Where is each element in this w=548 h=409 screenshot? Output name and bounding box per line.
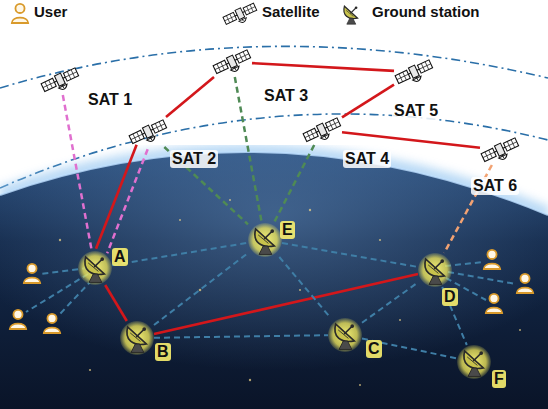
node-icon: [78, 251, 112, 285]
icon-shape: [303, 117, 342, 145]
ground-station-node: D: [418, 253, 452, 287]
station-label: D: [442, 288, 458, 306]
legend-text: Satellite: [262, 3, 320, 20]
legend-swatch: [338, 2, 364, 26]
user-icon: [44, 314, 60, 333]
legend-swatch: [222, 2, 258, 26]
satellite-node: SAT 3: [212, 47, 252, 77]
link-line: [274, 145, 314, 223]
node-icon: [418, 253, 452, 287]
earth-shading: [0, 152, 548, 409]
node-icon: [302, 115, 342, 145]
node-icon: [480, 135, 520, 165]
user-icon: [517, 274, 533, 293]
station-label: B: [155, 343, 171, 361]
station-label: E: [280, 221, 295, 239]
legend-icon: [222, 2, 258, 26]
link-line: [63, 95, 92, 251]
satellite-label: SAT 1: [86, 91, 134, 109]
station-label: C: [366, 340, 382, 358]
legend-text: Ground station: [372, 3, 480, 20]
node-icon: [128, 117, 168, 147]
outer-orbit: [0, 46, 548, 88]
icon-shape: [464, 351, 483, 377]
icon-shape: [255, 229, 274, 255]
node-icon: [120, 321, 154, 355]
user-icon: [484, 250, 500, 269]
user-icons: [10, 250, 533, 333]
user-icon: [24, 264, 40, 283]
link-line: [235, 77, 262, 223]
legend: User Satellite Ground station: [0, 0, 548, 28]
ground-station-node: B: [120, 321, 154, 355]
user-icon: [10, 310, 26, 329]
ground-station-node: F: [457, 345, 491, 379]
icon-shape: [335, 324, 354, 350]
city-lights: [59, 199, 521, 386]
routing-path: [154, 274, 418, 334]
node-icon: [457, 345, 491, 379]
satellite-node: SAT 6: [480, 135, 520, 165]
link-line: [164, 147, 248, 224]
link-line: [154, 253, 248, 325]
link-line: [112, 243, 248, 265]
satellite-label: SAT 6: [471, 177, 519, 195]
satellite-node: SAT 4: [302, 115, 342, 145]
node-icon: [212, 47, 252, 77]
earth-globe: [0, 152, 548, 409]
station-label: F: [492, 370, 506, 388]
satellite-node: SAT 1: [40, 65, 80, 95]
satellite-label: SAT 2: [170, 150, 218, 168]
icon-shape: [127, 327, 146, 353]
satellite-node: SAT 2: [128, 117, 168, 147]
routing-path: [166, 77, 214, 117]
legend-icon: [344, 6, 358, 24]
node-icon: [248, 223, 282, 257]
legend-icon: [12, 4, 28, 23]
user-icon: [486, 294, 502, 313]
routing-path: [342, 132, 480, 148]
icon-shape: [395, 59, 434, 87]
link-line: [362, 282, 418, 322]
legend-swatch: [10, 2, 30, 24]
node-icon: [40, 65, 80, 95]
link-line: [279, 257, 330, 318]
node-icon: [328, 318, 362, 352]
satellite-label: SAT 5: [392, 102, 440, 120]
ground-station-node: E: [248, 223, 282, 257]
legend-text: User: [34, 3, 67, 20]
icon-shape: [213, 49, 252, 77]
routing-path: [96, 145, 137, 249]
ground-station-node: C: [328, 318, 362, 352]
ground-station-node: A: [78, 251, 112, 285]
link-line: [154, 335, 328, 338]
routing-path: [105, 285, 127, 321]
icon-shape: [41, 67, 80, 95]
satellite-label: SAT 4: [343, 150, 391, 168]
satellite-label: SAT 3: [262, 87, 310, 105]
link-line: [362, 339, 457, 359]
icon-shape: [85, 257, 104, 283]
node-icon: [394, 57, 434, 87]
link-line: [442, 287, 467, 345]
routing-path: [342, 85, 394, 118]
icon-shape: [481, 137, 520, 165]
icon-shape: [129, 119, 168, 147]
routing-path: [252, 63, 394, 71]
satellite-node: SAT 5: [394, 57, 434, 87]
station-label: A: [112, 248, 128, 266]
icon-shape: [425, 259, 444, 285]
link-line: [282, 243, 418, 267]
